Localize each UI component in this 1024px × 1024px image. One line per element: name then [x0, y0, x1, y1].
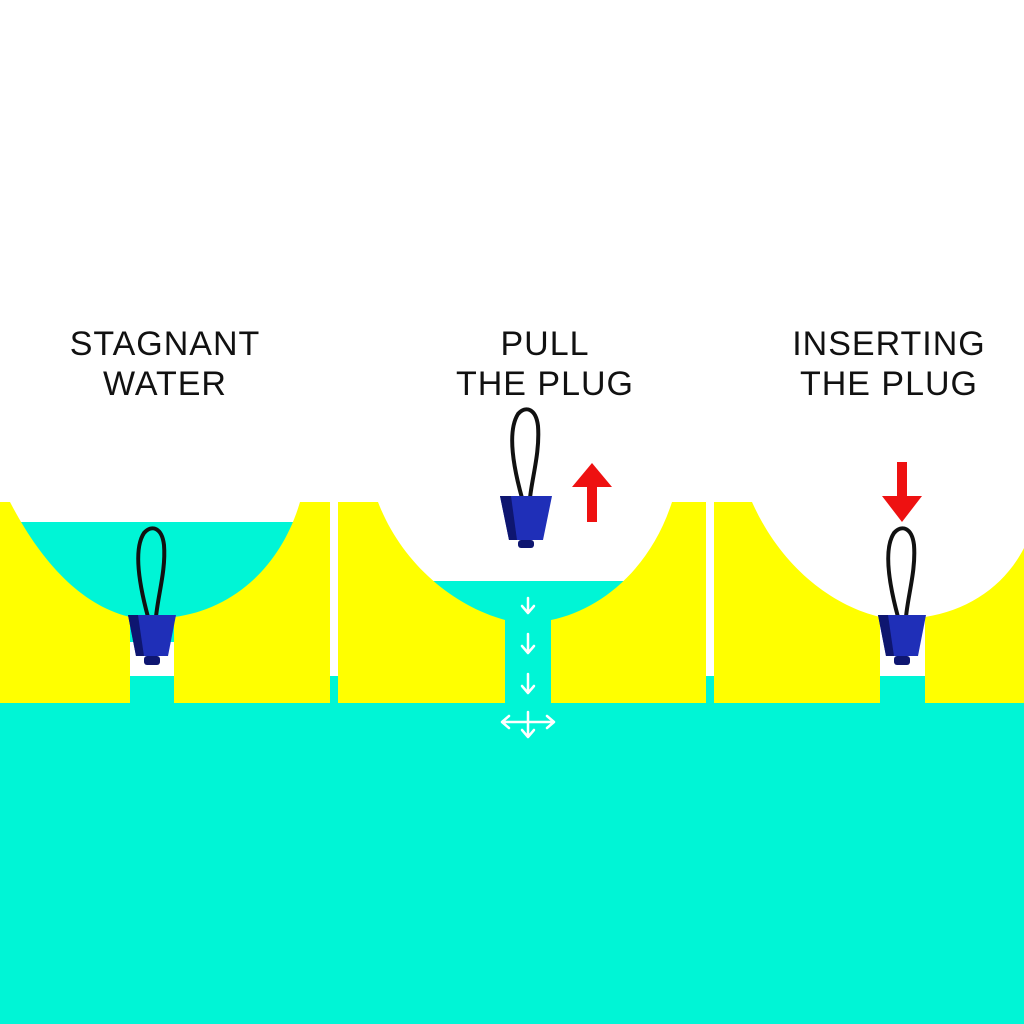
- panel-inserting-the-plug: [714, 462, 1024, 703]
- caption-pull-the-plug: PULL THE PLUG: [420, 324, 670, 404]
- caption-stagnant-water: STAGNANT WATER: [40, 324, 290, 404]
- panel-pull-the-plug: [338, 407, 706, 739]
- hull-right: [174, 502, 330, 703]
- scupper-water: [880, 676, 925, 703]
- hull-right: [925, 548, 1024, 703]
- divider-water: [330, 676, 338, 703]
- panel-divider: [330, 500, 338, 676]
- plug-icon: [128, 526, 176, 665]
- caption-line: STAGNANT: [69, 325, 261, 363]
- hull-right: [551, 502, 706, 703]
- caption-line: PULL: [500, 325, 590, 363]
- flow-arrow-icon: [500, 596, 556, 739]
- sea-water: [0, 703, 1024, 1024]
- panel-stagnant-water: [0, 502, 330, 703]
- panel-divider: [706, 500, 714, 676]
- hull-left: [0, 502, 130, 703]
- hull-left: [338, 502, 505, 703]
- caption-line: THE PLUG: [799, 365, 979, 403]
- hull-left: [714, 502, 880, 703]
- caption-line: INSERTING: [792, 325, 986, 363]
- up-arrow-icon: [572, 463, 612, 522]
- caption-line: THE PLUG: [455, 365, 635, 403]
- plug-icon: [500, 407, 552, 548]
- caption-line: WATER: [103, 365, 227, 403]
- scupper-water: [130, 676, 174, 703]
- down-arrow-icon: [882, 462, 922, 522]
- caption-inserting-the-plug: INSERTING THE PLUG: [764, 324, 1014, 404]
- plug-icon: [878, 526, 926, 665]
- divider-water: [706, 676, 714, 703]
